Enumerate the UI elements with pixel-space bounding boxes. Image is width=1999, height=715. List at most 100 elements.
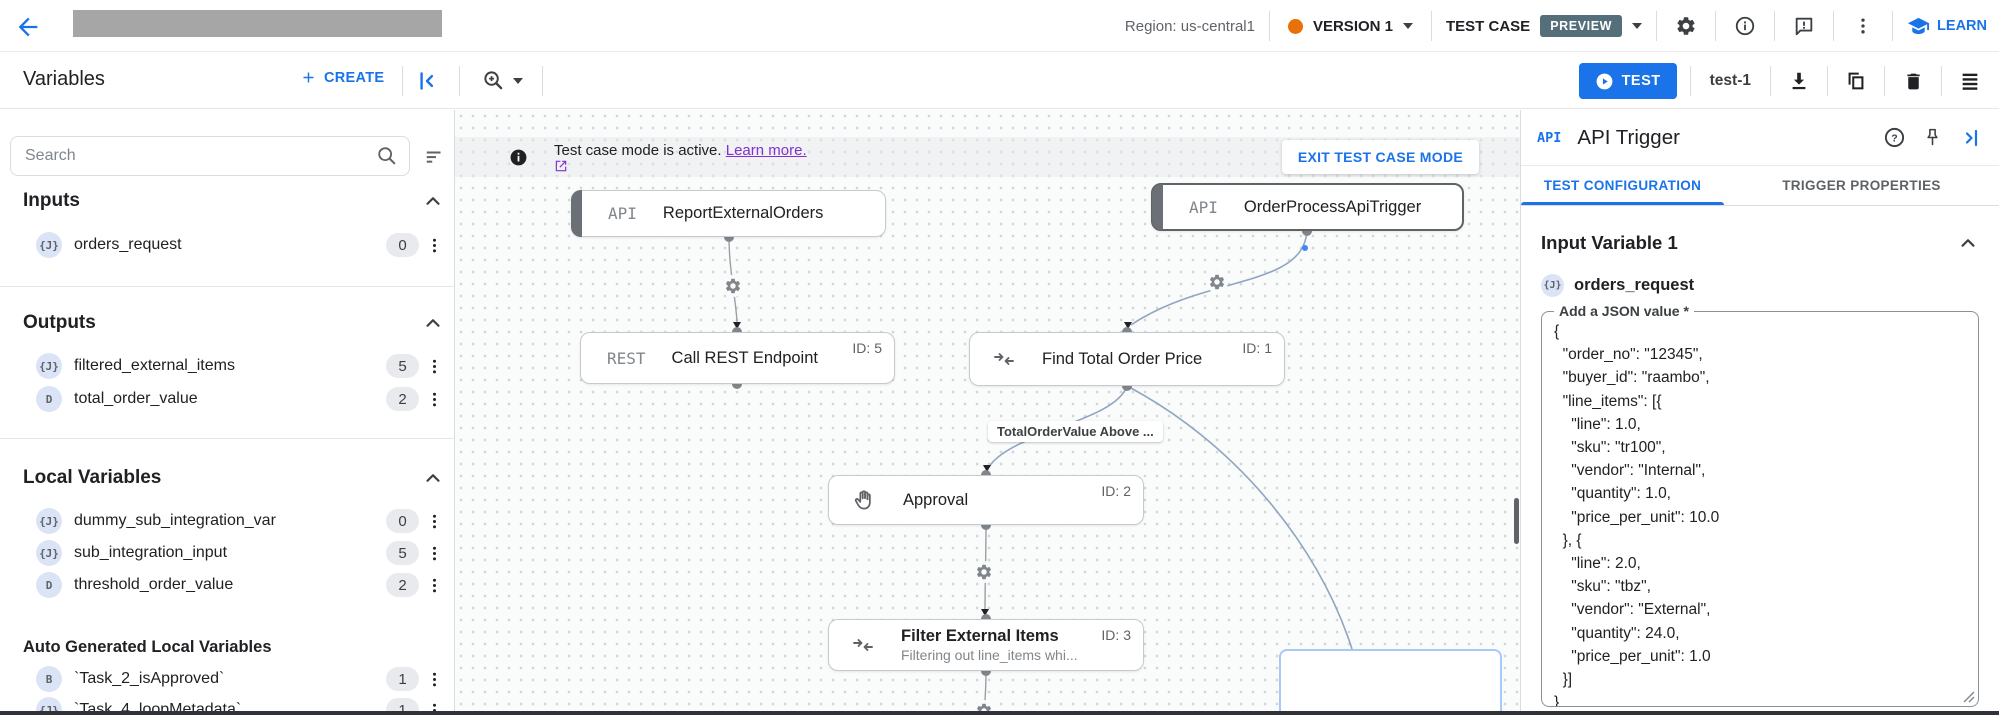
learn-link[interactable]: LEARN (1907, 15, 1987, 38)
node-accent-bar (571, 190, 582, 237)
node-id-label: ID: 3 (1101, 627, 1131, 643)
variable-label: threshold_order_value (74, 576, 234, 593)
section-header-auto-generated: Auto Generated Local Variables (23, 632, 444, 662)
divider (1892, 11, 1894, 41)
more-options-icon[interactable] (419, 671, 449, 688)
json-type-icon: {J} (36, 353, 62, 379)
create-variable-button[interactable]: CREATE (300, 69, 384, 86)
json-type-icon: {J} (36, 540, 62, 566)
section-header-inputs: Inputs (23, 186, 444, 216)
collapse-panel-left-icon[interactable] (414, 68, 440, 94)
node-report-external-orders[interactable]: API ReportExternalOrders (571, 190, 886, 237)
top-header-bar: Region: us-central1 VERSION 1 TEST CASE … (0, 0, 1999, 52)
feedback-icon[interactable] (1789, 11, 1819, 41)
back-arrow-icon[interactable] (14, 13, 42, 41)
variable-row[interactable]: B `Task_2_isApproved` 1 (0, 663, 454, 695)
variable-label: filtered_external_items (74, 357, 235, 374)
collapse-panel-right-icon[interactable] (1959, 126, 1983, 150)
version-menu[interactable]: VERSION 1 (1284, 18, 1417, 35)
version-label: VERSION 1 (1312, 17, 1393, 35)
divider (1770, 66, 1771, 96)
node-id-label: ID: 5 (852, 340, 882, 356)
variable-row[interactable]: {J} sub_integration_input 5 (0, 537, 454, 569)
variables-sidebar: Inputs {J} orders_request 0 Outputs {J} … (0, 110, 455, 715)
api-kind-chip: API (1537, 129, 1562, 146)
settings-gear-icon[interactable] (1671, 11, 1701, 41)
region-label: Region: us-central1 (1124, 17, 1255, 35)
variable-row[interactable]: D threshold_order_value 2 (0, 569, 454, 601)
divider (1656, 11, 1658, 41)
count-badge: 0 (386, 233, 419, 257)
redacted-title-block (73, 10, 442, 37)
json-field-label: Add a JSON value * (1554, 303, 1694, 319)
json-value-field: Add a JSON value * (1541, 303, 1979, 707)
help-icon[interactable]: ? (1883, 126, 1906, 149)
tab-trigger-properties[interactable]: TRIGGER PROPERTIES (1782, 178, 1941, 193)
panel-header: API API Trigger ? (1521, 110, 1999, 166)
count-badge: 5 (386, 541, 419, 565)
variable-label: orders_request (74, 236, 182, 253)
chevron-up-icon[interactable] (1957, 232, 1979, 254)
more-options-icon[interactable] (1848, 11, 1878, 41)
edge-condition-label[interactable]: TotalOrderValue Above ... (988, 421, 1163, 442)
graduation-cap-icon (1908, 17, 1930, 34)
chevron-up-icon[interactable] (422, 467, 444, 489)
section-title: Outputs (23, 312, 96, 333)
chevron-down-icon (1403, 23, 1413, 29)
divider (1833, 11, 1835, 41)
search-input[interactable] (10, 136, 410, 176)
variable-row[interactable]: D total_order_value 2 (0, 383, 454, 415)
download-icon[interactable] (1784, 66, 1814, 96)
json-type-icon: {J} (36, 232, 62, 258)
preview-badge: PREVIEW (1540, 15, 1623, 37)
test-button[interactable]: TEST (1578, 63, 1677, 99)
test-case-name[interactable]: test-1 (1709, 72, 1751, 89)
panel-title: API Trigger (1577, 125, 1680, 149)
double-type-icon: D (36, 572, 62, 598)
variable-name: orders_request (1574, 276, 1695, 294)
chevron-up-icon[interactable] (422, 190, 444, 212)
variable-row[interactable]: {J} dummy_sub_integration_var 0 (0, 505, 454, 537)
banner-message-text: Test case mode is active. (554, 141, 722, 159)
test-case-menu[interactable]: TEST CASE PREVIEW (1446, 15, 1643, 37)
json-type-icon: {J} (1541, 274, 1564, 297)
banner-message: Test case mode is active. Learn more. (554, 142, 807, 173)
panel-tabs: TEST CONFIGURATION TRIGGER PROPERTIES (1521, 166, 1999, 206)
divider (1715, 11, 1717, 41)
canvas-scrollbar-thumb[interactable] (1514, 498, 1519, 544)
divider (402, 66, 403, 96)
info-icon[interactable] (1730, 11, 1760, 41)
node-approval[interactable]: Approval ID: 2 (828, 475, 1144, 525)
zoom-control[interactable] (482, 69, 523, 92)
node-accent-bar (1152, 184, 1163, 230)
copy-icon[interactable] (1841, 66, 1871, 96)
divider (0, 286, 454, 287)
node-filter-external-items[interactable]: Filter External Items Filtering out line… (828, 619, 1144, 671)
more-options-icon[interactable] (419, 237, 449, 254)
node-call-rest-endpoint[interactable]: REST Call REST Endpoint ID: 5 (580, 332, 895, 384)
more-options-icon[interactable] (419, 577, 449, 594)
learn-more-link[interactable]: Learn more. (725, 141, 807, 159)
variable-row[interactable]: {J} orders_request 0 (0, 229, 454, 261)
exit-test-case-mode-button[interactable]: EXIT TEST CASE MODE (1281, 140, 1479, 174)
delete-trash-icon[interactable] (1898, 66, 1928, 96)
json-value-textarea[interactable] (1542, 312, 1978, 706)
workflow-canvas[interactable]: Test case mode is active. Learn more. EX… (455, 110, 1520, 715)
more-options-icon[interactable] (419, 391, 449, 408)
divider (1268, 11, 1270, 41)
divider (459, 66, 460, 96)
node-order-process-api-trigger[interactable]: API OrderProcessApiTrigger (1151, 183, 1464, 231)
node-title: Approval (903, 490, 969, 509)
variable-row[interactable]: {J} filtered_external_items 5 (0, 350, 454, 382)
count-badge: 5 (386, 354, 419, 378)
node-find-total-order-price[interactable]: Find Total Order Price ID: 1 (969, 332, 1285, 386)
more-options-icon[interactable] (419, 513, 449, 530)
more-options-icon[interactable] (419, 545, 449, 562)
pin-icon[interactable] (1922, 127, 1943, 148)
log-list-icon[interactable] (1955, 66, 1985, 96)
tab-test-configuration[interactable]: TEST CONFIGURATION (1521, 166, 1724, 205)
node-title: Find Total Order Price (1042, 349, 1203, 368)
sort-filter-icon[interactable] (424, 146, 446, 168)
chevron-up-icon[interactable] (422, 312, 444, 334)
more-options-icon[interactable] (419, 358, 449, 375)
